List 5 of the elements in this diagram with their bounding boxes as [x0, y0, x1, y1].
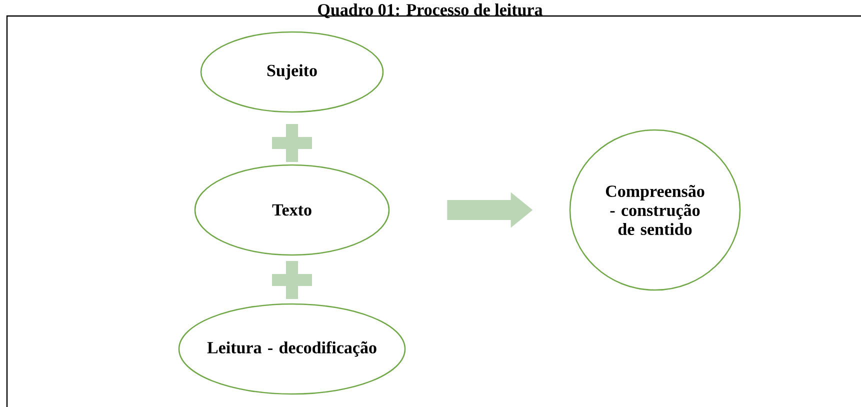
- ellipse-node: Sujeito: [200, 31, 384, 113]
- diagram-title: Quadro 01: Processo de leitura: [318, 4, 543, 18]
- ellipse-node: Compreensão - construção de sentido: [569, 129, 741, 291]
- ellipse-node: Leitura - decodificação: [178, 303, 406, 395]
- ellipse-node: Texto: [194, 164, 390, 256]
